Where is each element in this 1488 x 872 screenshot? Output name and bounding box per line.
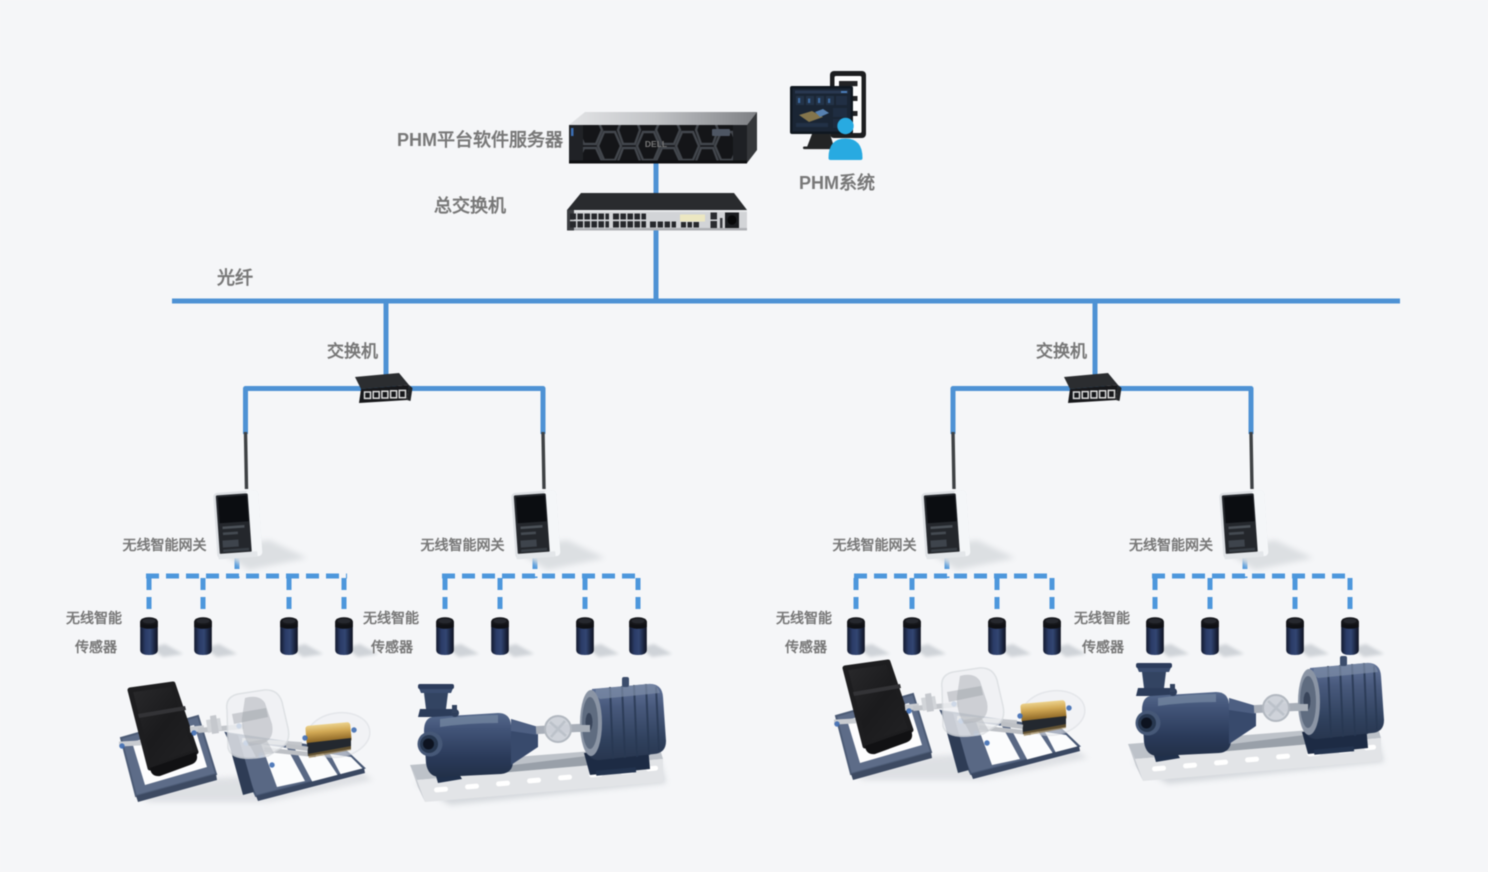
- svg-text:无线智能网关: 无线智能网关: [122, 537, 207, 553]
- svg-text:交换机: 交换机: [1036, 341, 1087, 361]
- svg-text:无线智能: 无线智能: [65, 610, 122, 626]
- svg-text:无线智能网关: 无线智能网关: [1128, 537, 1213, 553]
- svg-text:无线智能网关: 无线智能网关: [420, 537, 505, 553]
- svg-text:传感器: 传感器: [74, 639, 118, 655]
- svg-text:总交换机: 总交换机: [434, 195, 506, 216]
- svg-text:无线智能网关: 无线智能网关: [832, 537, 917, 553]
- svg-text:交换机: 交换机: [327, 341, 378, 361]
- svg-text:无线智能: 无线智能: [775, 610, 832, 626]
- svg-text:传感器: 传感器: [370, 639, 414, 655]
- svg-text:DELL: DELL: [645, 139, 667, 149]
- svg-text:光纤: 光纤: [216, 267, 253, 288]
- svg-text:传感器: 传感器: [784, 639, 828, 655]
- svg-text:PHM平台软件服务器: PHM平台软件服务器: [397, 129, 564, 150]
- svg-text:无线智能: 无线智能: [1073, 610, 1130, 626]
- svg-text:无线智能: 无线智能: [362, 610, 419, 626]
- svg-text:PHM系统: PHM系统: [799, 172, 875, 193]
- svg-text:传感器: 传感器: [1081, 639, 1125, 655]
